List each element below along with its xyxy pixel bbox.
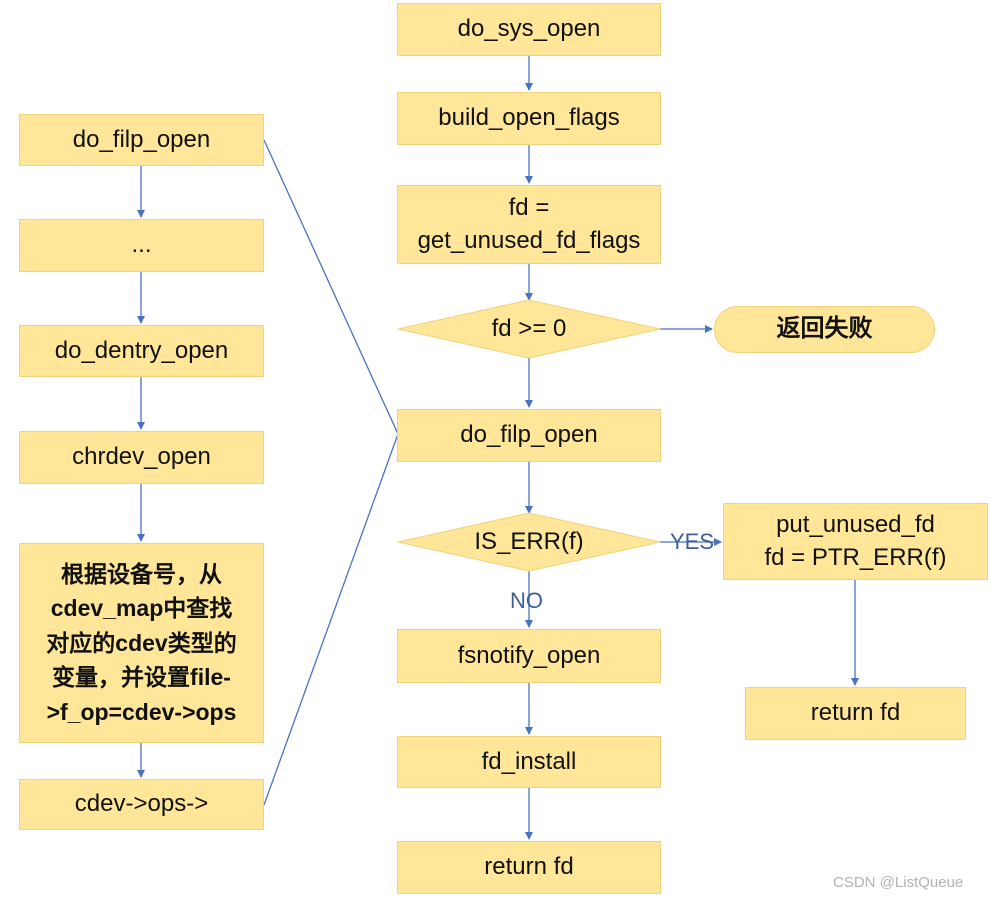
fd-check-diamond [397, 299, 661, 359]
fd-check-label: fd >= 0 [491, 315, 567, 342]
return-fd-right-node: return fd [745, 687, 966, 740]
fsnotify-open-node: fsnotify_open [397, 629, 661, 683]
cdev-lookup-node: 根据设备号，从 cdev_map中查找 对应的cdev类型的 变量，并设置fil… [19, 543, 264, 743]
do-filp-open-detail-node: do_filp_open [19, 114, 264, 166]
do-filp-open-node: do_filp_open [397, 409, 661, 462]
chrdev-open-node: chrdev_open [19, 431, 264, 484]
do-sys-open-node: do_sys_open [397, 3, 661, 56]
cdev-ops-node: cdev->ops-> [19, 779, 264, 830]
build-open-flags-node: build_open_flags [397, 92, 661, 145]
watermark: CSDN @ListQueue [833, 874, 964, 891]
put-unused-fd-node: put_unused_fd fd = PTR_ERR(f) [723, 503, 988, 580]
ellipsis-node: ... [19, 219, 264, 272]
fd-install-node: fd_install [397, 736, 661, 788]
zoom-line-bottom [263, 433, 399, 806]
fail-terminal-node: 返回失败 [714, 306, 935, 353]
zoom-line-top [263, 139, 399, 435]
do-dentry-open-node: do_dentry_open [19, 325, 264, 377]
is-err-diamond [397, 512, 661, 572]
return-fd-main-node: return fd [397, 841, 661, 894]
is-err-label: IS_ERR(f) [474, 528, 584, 555]
no-label: NO [510, 588, 543, 613]
yes-label: YES [670, 529, 715, 554]
get-unused-fd-node: fd = get_unused_fd_flags [397, 185, 661, 264]
